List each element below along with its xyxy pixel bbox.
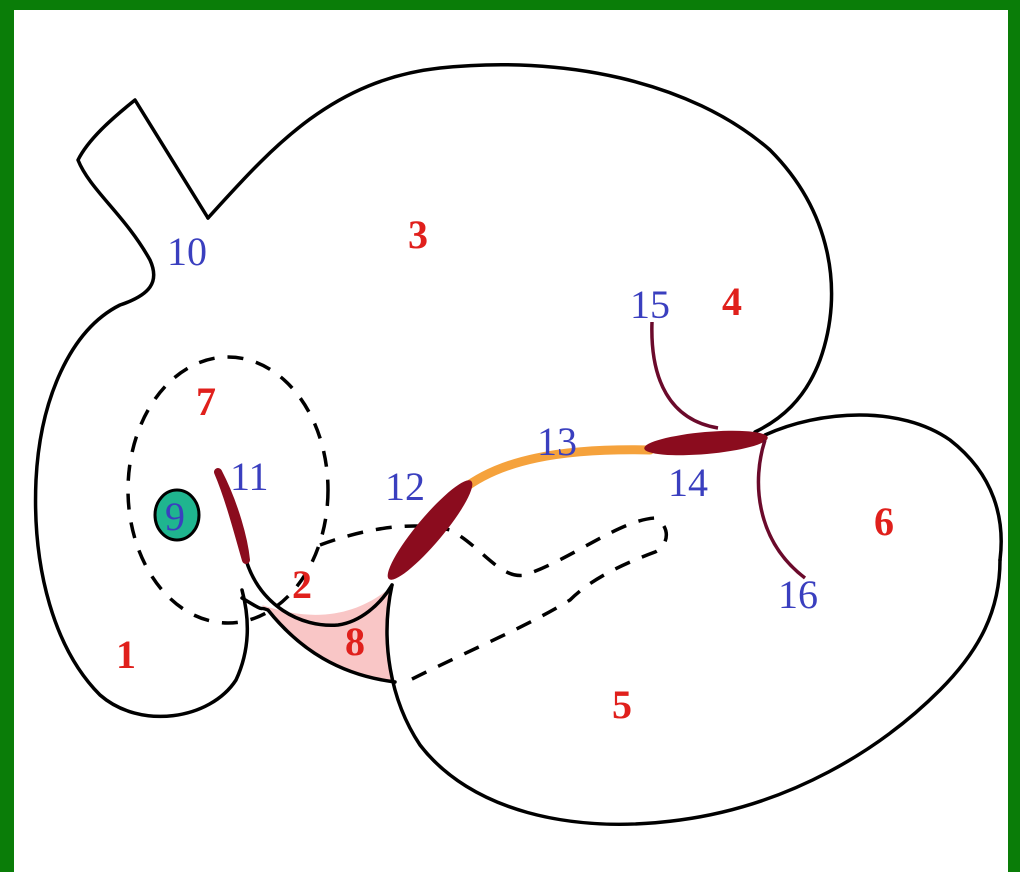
- node-9: [153, 488, 201, 542]
- label-6: 6: [874, 499, 894, 544]
- label-2: 2: [292, 562, 312, 607]
- label-12: 12: [385, 464, 425, 509]
- label-10: 10: [167, 229, 207, 274]
- outline-upper-lobe: [206, 62, 834, 434]
- valve-12: [387, 480, 473, 580]
- label-8: 8: [345, 619, 365, 664]
- vessel-16: [756, 439, 807, 580]
- outline-region-6: [763, 413, 1003, 562]
- label-1: 1: [116, 632, 136, 677]
- label-14: 14: [668, 460, 708, 505]
- groove-13: [457, 445, 655, 495]
- label-15: 15: [630, 282, 670, 327]
- valve-11: [214, 468, 250, 564]
- valve-14: [644, 430, 768, 456]
- dashed-loop-7: [126, 355, 330, 625]
- dashed-channel: [319, 516, 668, 682]
- outline-connector: [240, 596, 397, 684]
- label-13: 13: [537, 419, 577, 464]
- label-16: 16: [778, 572, 818, 617]
- vessel-15: [650, 321, 719, 430]
- label-4: 4: [722, 279, 742, 324]
- label-5: 5: [612, 682, 632, 727]
- outline-region-2: [244, 558, 394, 627]
- label-3: 3: [408, 212, 428, 257]
- outline-neck: [33, 98, 250, 719]
- label-11: 11: [230, 454, 269, 499]
- label-9: 9: [165, 494, 185, 539]
- outline-region-5: [385, 558, 1002, 826]
- region-8-fill: [262, 588, 395, 682]
- label-7: 7: [196, 379, 216, 424]
